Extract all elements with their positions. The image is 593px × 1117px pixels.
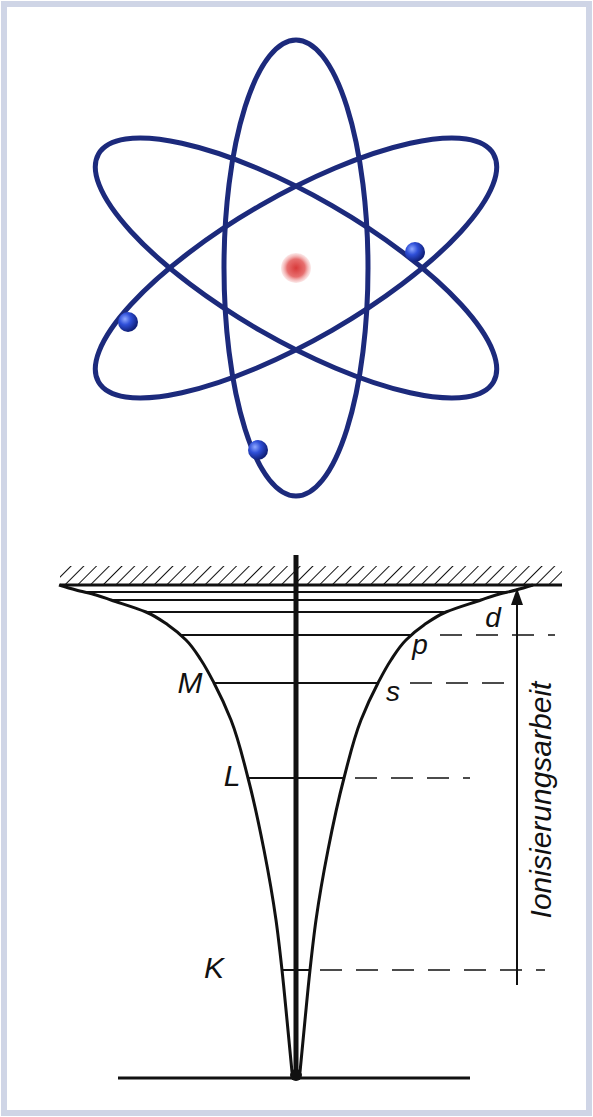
energy-level	[180, 634, 412, 636]
energy-level	[282, 969, 310, 971]
orbit	[224, 40, 368, 496]
shell-label: M	[178, 668, 203, 698]
axis-title: Ionisierungsarbeit	[526, 682, 556, 919]
well-curve	[59, 585, 292, 1072]
orbit	[63, 92, 530, 445]
page-frame	[4, 4, 589, 1113]
energy-level	[248, 777, 344, 779]
potential-well	[59, 555, 562, 1081]
dashed-guide	[410, 682, 505, 684]
ionisation-arrow	[516, 600, 518, 985]
arrowhead	[511, 588, 523, 605]
energy-level	[146, 611, 446, 613]
atom-model	[63, 40, 530, 496]
subshell-label: s	[386, 678, 400, 706]
axis	[294, 555, 299, 1075]
dashed-guide	[320, 969, 545, 971]
well-curve	[300, 585, 533, 1072]
subshell-label: p	[412, 631, 428, 659]
nucleus	[281, 253, 311, 283]
hatching	[60, 566, 562, 585]
energy-level	[84, 591, 508, 593]
dashed-guide	[355, 777, 470, 779]
electron	[248, 440, 268, 460]
energy-level	[214, 682, 378, 684]
electron	[405, 242, 425, 262]
dashed-guide	[440, 634, 555, 636]
nucleus-dot	[290, 1069, 302, 1081]
orbit	[63, 92, 530, 445]
energy-level	[111, 599, 481, 601]
shell-label: K	[204, 953, 224, 983]
subshell-label: d	[485, 604, 501, 632]
shell-label: L	[224, 761, 241, 791]
zero-level	[60, 584, 562, 587]
electron	[118, 312, 138, 332]
